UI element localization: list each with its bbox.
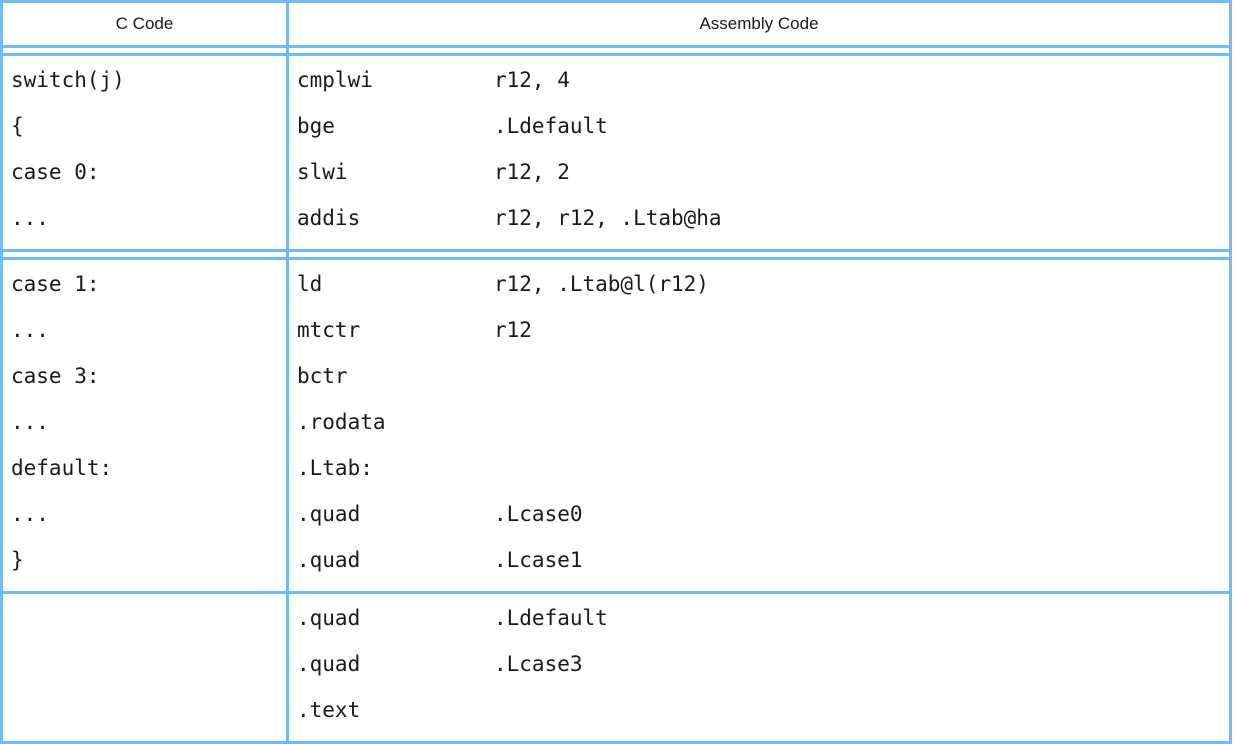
c-code-line: ... [11,410,49,434]
assembly-code-cell: .quad .Ldefault .quad .Lcase3 .text [286,592,1232,744]
assembly-mnemonic: cmplwi [297,68,373,92]
assembly-line: bge .Ldefault [289,103,1229,149]
c-code-line: } [11,548,24,572]
assembly-code-cell: cmplwi r12, 4 bge .Ldefault slwi r12, 2 addis r… [286,54,1232,252]
block-rule-right [286,250,1232,260]
assembly-line: .quad .Lcase0 [289,491,1229,537]
assembly-mnemonic: slwi [297,160,348,184]
header-double-rule [0,46,1232,56]
cell-spacer [3,583,286,591]
assembly-mnemonic: bctr [297,364,348,388]
assembly-mnemonic: .quad [297,606,361,630]
assembly-mnemonic: ld [297,272,323,296]
assembly-line: cmplwi r12, 4 [289,57,1229,103]
table-body: switch(j) { case 0:... cmplwi r12, 4 bge .Ldef… [0,54,1232,744]
assembly-operand: r12, r12, .Ltab@ha [494,206,722,230]
cell-spacer [289,241,1229,249]
assembly-operand: .Lcase1 [494,548,583,572]
header-row: C Code Assembly Code [0,0,1232,48]
assembly-mnemonic: .rodata [297,410,386,434]
assembly-line: .Ltab: [289,445,1229,491]
assembly-mnemonic: .quad [297,548,361,572]
c-code-line: switch(j) [11,68,125,92]
assembly-operand: .Ldefault [494,114,608,138]
table-row: case 1:... case 3:... default:...} ld r12, .… [0,258,1232,594]
assembly-mnemonic: .quad [297,652,361,676]
assembly-code-cell: ld r12, .Ltab@l(r12) mtctr r12 bctr .rodata .L… [286,258,1232,594]
assembly-mnemonic: .quad [297,502,361,526]
assembly-mnemonic: addis [297,206,361,230]
assembly-mnemonic: bge [297,114,335,138]
c-code-line: case 1: [11,272,100,296]
assembly-operand: r12 [494,318,532,342]
assembly-line: bctr [289,353,1229,399]
header-rule-left [0,46,289,56]
block-double-rule [0,250,1232,260]
c-code-cell: switch(j) { case 0:... [0,54,289,252]
assembly-mnemonic: mtctr [297,318,361,342]
assembly-line: .rodata [289,399,1229,445]
table-row: switch(j) { case 0:... cmplwi r12, 4 bge .Ldef… [0,54,1232,252]
assembly-line: mtctr r12 [289,307,1229,353]
cell-spacer [3,241,286,249]
c-code-cell: case 1:... case 3:... default:...} [0,258,289,594]
assembly-line: .quad .Lcase1 [289,537,1229,583]
c-code-cell [0,592,289,744]
assembly-operand: r12, .Ltab@l(r12) [494,272,709,296]
c-code-line: case 0: [11,160,100,184]
c-code-line: default: [11,456,113,480]
assembly-line: .text [289,687,1229,733]
assembly-mnemonic: .Ltab: [297,456,373,480]
c-code-line: { [11,114,24,138]
c-code-line: ... [11,502,49,526]
assembly-line: slwi r12, 2 [289,149,1229,195]
assembly-operand: .Ldefault [494,606,608,630]
assembly-line: ld r12, .Ltab@l(r12) [289,261,1229,307]
assembly-operand: .Lcase0 [494,502,583,526]
c-code-line: ... [11,206,49,230]
c-code-line: case 3: [11,364,100,388]
assembly-line: .quad .Ldefault [289,595,1229,641]
cell-spacer [289,733,1229,741]
c-code-line: ... [11,318,49,342]
block-rule-left [0,250,289,260]
table-header: C Code Assembly Code [0,0,1232,56]
assembly-operand: r12, 2 [494,160,570,184]
column-header-c-code: C Code [0,0,289,48]
cell-spacer [3,595,286,603]
assembly-operand: .Lcase3 [494,652,583,676]
cell-spacer [289,583,1229,591]
assembly-mnemonic: .text [297,698,361,722]
column-header-assembly-code: Assembly Code [286,0,1232,48]
assembly-line: addis r12, r12, .Ltab@ha [289,195,1229,241]
assembly-operand: r12, 4 [494,68,570,92]
assembly-line: .quad .Lcase3 [289,641,1229,687]
header-rule-right [286,46,1232,56]
table-row: .quad .Ldefault .quad .Lcase3 .text [0,592,1232,744]
